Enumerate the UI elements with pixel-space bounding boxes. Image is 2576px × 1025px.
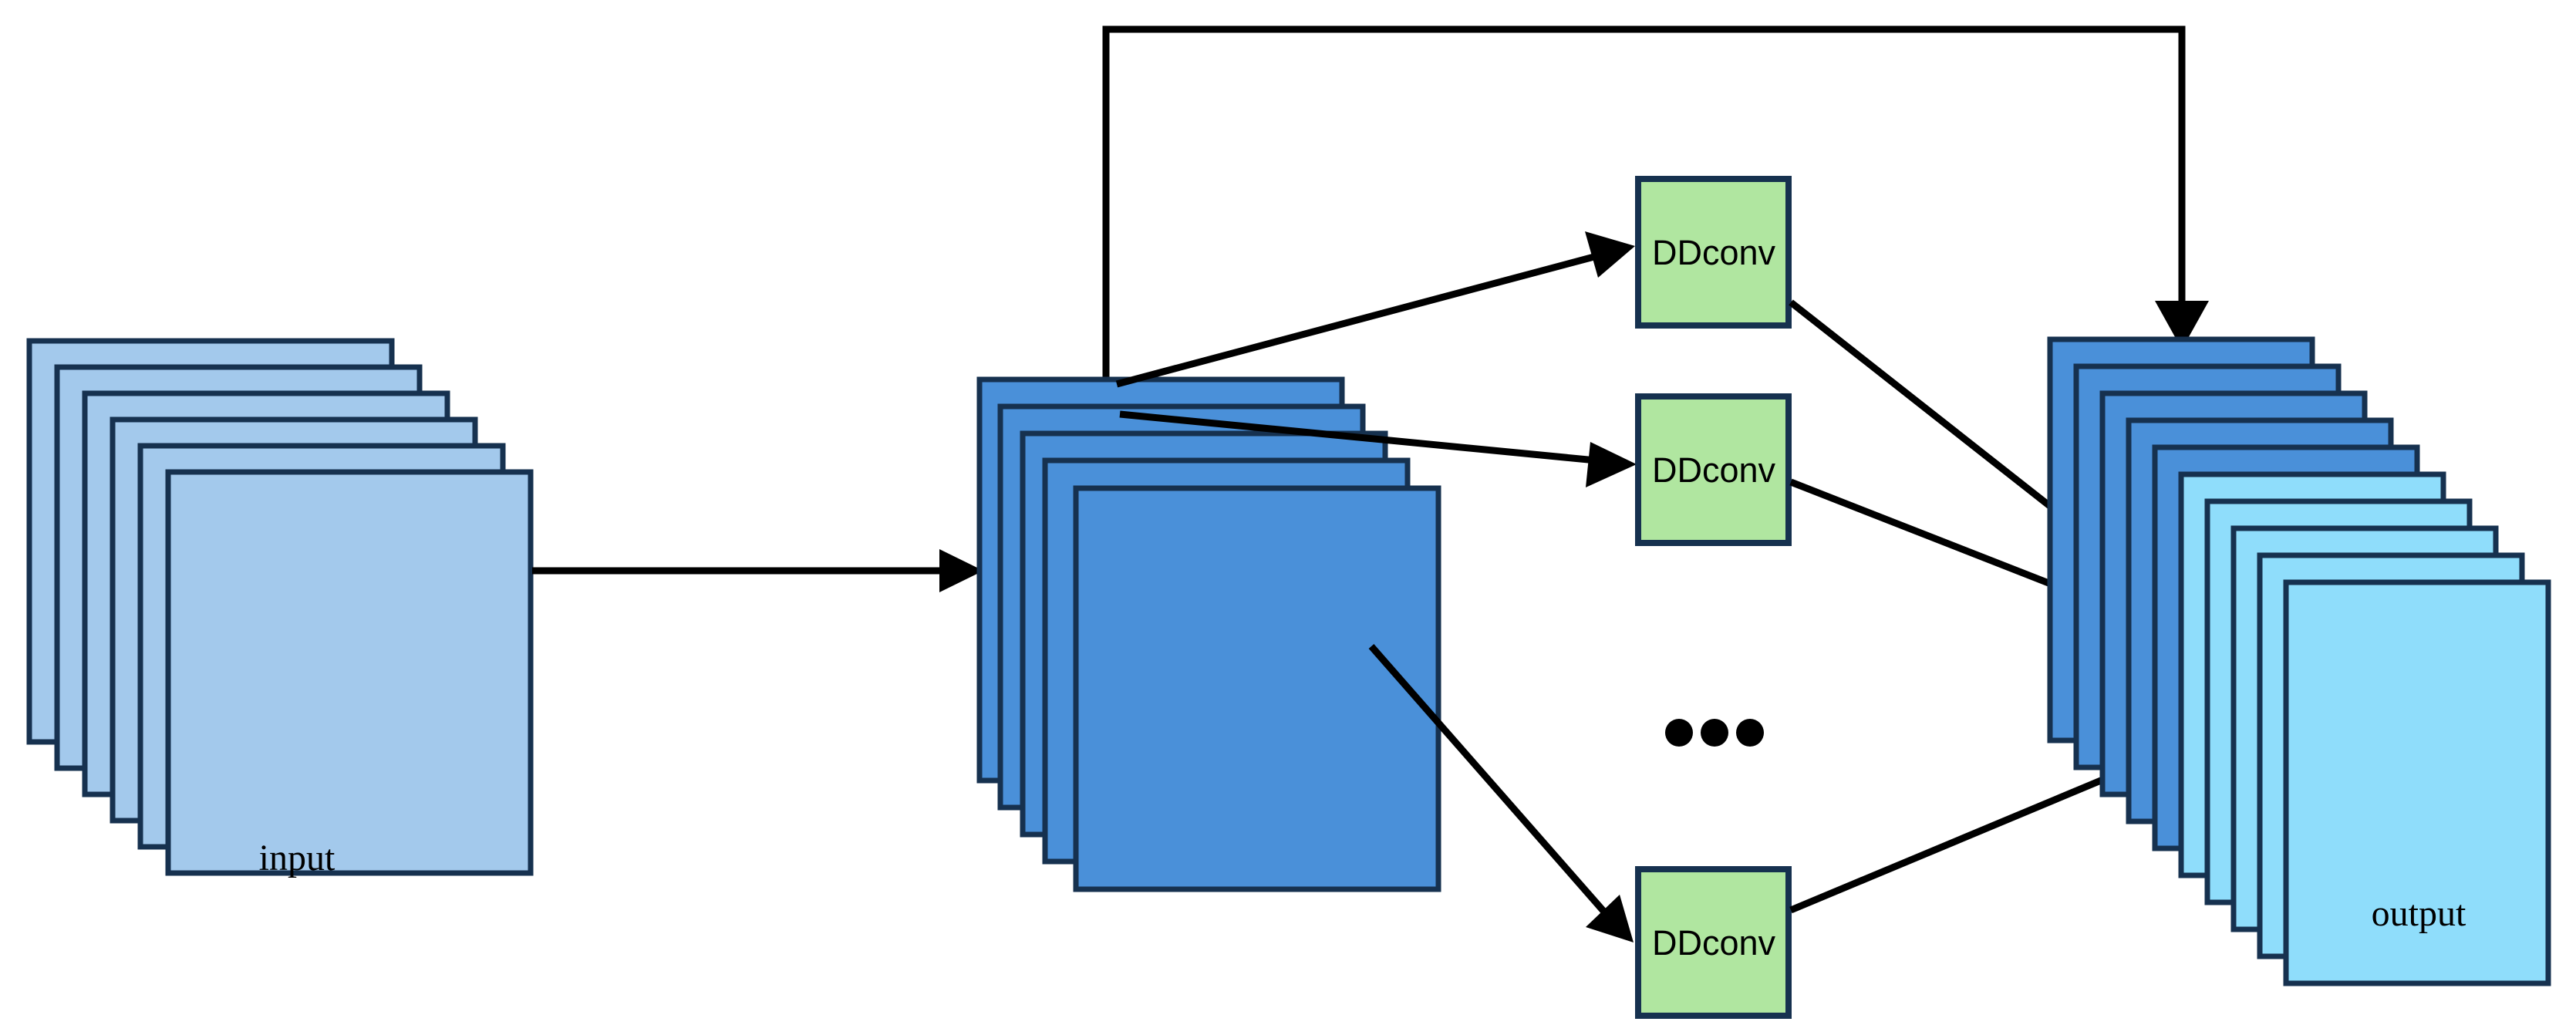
edge-input-to-conv	[532, 549, 983, 592]
ddconv-bottom-box[interactable]	[1635, 866, 1792, 1019]
edge-skip-connection	[1102, 25, 2209, 378]
ellipsis-dot-3	[1736, 719, 1764, 747]
arrow-head-ddconv-top-in	[1585, 231, 1635, 278]
edge-mid-to-ddconv-mid	[1119, 410, 1637, 487]
mid-layer-5-front	[1073, 485, 1441, 892]
ddconv-top-box[interactable]	[1635, 176, 1792, 329]
ellipsis-dot-1	[1665, 719, 1693, 747]
input-layer-6-front	[165, 469, 534, 876]
arrow-head-ddconv-mid-in	[1586, 442, 1637, 487]
ellipsis-dot-2	[1701, 719, 1728, 747]
arrow-head-ddconv-bottom-in	[1586, 895, 1634, 942]
ddconv-middle-label: DDconv	[1652, 450, 1776, 490]
ddconv-block-middle[interactable]: DDconv	[1635, 393, 1792, 546]
input-caption: input	[259, 838, 335, 878]
output-stack	[2047, 336, 2551, 986]
edge-mid-to-ddconv-top	[1115, 231, 1635, 388]
input-stack	[26, 338, 534, 876]
ddconv-block-bottom[interactable]: DDconv	[1635, 866, 1792, 1019]
arrow-head-skip	[2155, 301, 2209, 349]
mid-stack	[976, 376, 1441, 892]
ddconv-bottom-label: DDconv	[1652, 923, 1776, 963]
output-caption: output	[2372, 893, 2466, 934]
arrow-head-conv-in	[939, 549, 983, 592]
output-layer-light-5-front	[2283, 579, 2551, 986]
ddconv-top-label: DDconv	[1652, 233, 1776, 272]
ddconv-middle-box[interactable]	[1635, 393, 1792, 546]
edge-mid-to-ddconv-bottom	[1368, 644, 1634, 942]
ddconv-block-top[interactable]: DDconv	[1635, 176, 1792, 329]
branch-ellipsis	[1665, 719, 1764, 747]
